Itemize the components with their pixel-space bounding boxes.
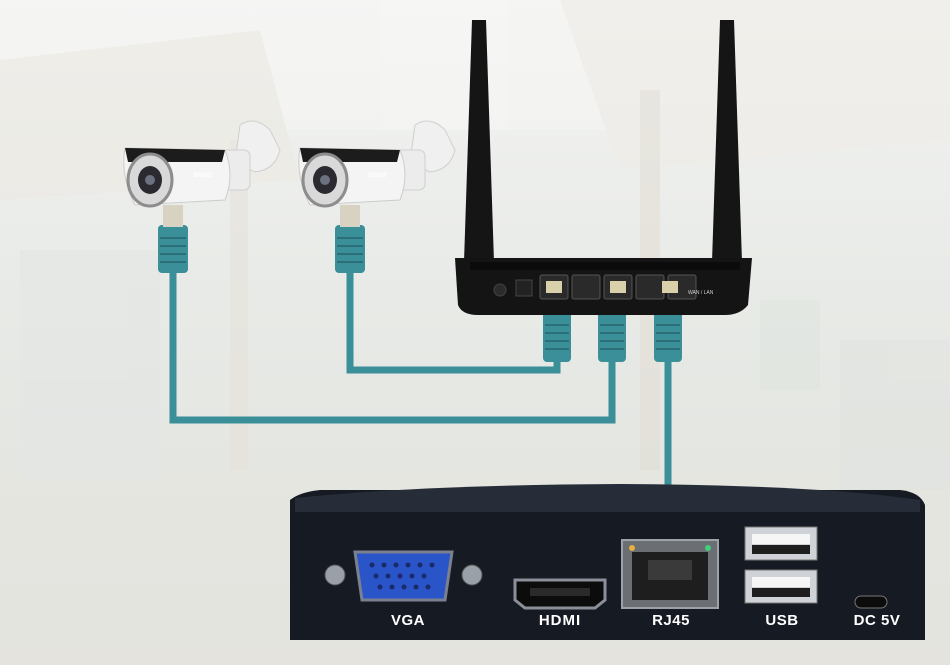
camera-1-brand: smar	[193, 170, 213, 179]
vga-port	[353, 550, 454, 602]
antenna-right	[712, 20, 742, 262]
camera-2	[298, 120, 456, 208]
router-port-caption: WAN / LAN	[688, 290, 714, 296]
vga-screw-left	[324, 564, 346, 586]
plug-router-2	[598, 310, 626, 362]
plug-camera-2	[335, 205, 365, 273]
router	[455, 20, 752, 315]
cable-camera-2	[346, 270, 561, 374]
dc-port	[854, 595, 888, 609]
camera-1	[123, 120, 281, 208]
cable-camera-1	[169, 270, 616, 424]
usb-label: USB	[765, 612, 799, 629]
vga-label: VGA	[390, 612, 425, 629]
plug-camera-1	[158, 205, 188, 273]
antenna-left	[464, 20, 494, 262]
rj45-led-left	[629, 545, 635, 551]
network-cables	[169, 270, 672, 505]
hdmi-label: HDMI	[538, 612, 582, 629]
rj45-label: RJ45	[652, 612, 690, 629]
nvr	[290, 484, 925, 640]
plug-router-3	[654, 310, 682, 362]
rj45-led-right	[705, 545, 711, 551]
dc-5v-label: DC 5V	[853, 612, 901, 629]
plug-router-1	[543, 310, 571, 362]
camera-2-brand: smar	[368, 170, 388, 179]
vga-screw-right	[461, 564, 483, 586]
